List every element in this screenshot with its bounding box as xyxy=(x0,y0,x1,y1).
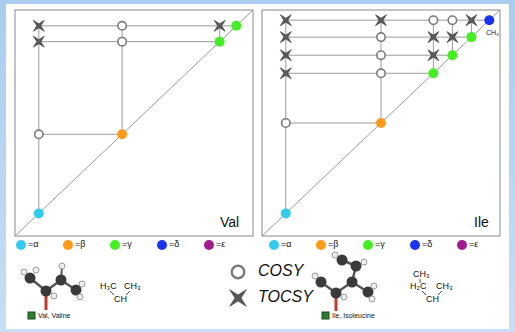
amino-acid-name: Val, Valine xyxy=(38,312,70,320)
plot-frame xyxy=(262,10,500,236)
color-swatch xyxy=(269,240,279,250)
color-swatch xyxy=(110,240,120,250)
legend-text: =β xyxy=(328,240,338,250)
plot-frame xyxy=(15,10,253,236)
color-swatch xyxy=(457,240,467,250)
tocsy-symbol xyxy=(226,286,250,310)
peaks xyxy=(33,15,494,219)
color-swatch xyxy=(410,240,420,250)
diagonal xyxy=(15,10,253,236)
formula-text: H₂C xyxy=(410,282,427,292)
formula-text: CH xyxy=(426,295,439,305)
legend-text: TOCSY xyxy=(258,288,313,306)
cosy-symbol xyxy=(226,260,250,284)
color-swatch xyxy=(63,240,73,250)
color-swatch xyxy=(316,240,326,250)
formula-text: CH xyxy=(114,295,127,305)
formula-text: CH₃ xyxy=(413,270,430,280)
formula-text: CH₃ xyxy=(436,282,453,292)
color-swatch xyxy=(363,240,373,250)
amino-acid-name: Ile, Isoleucine xyxy=(332,312,375,320)
diagonal xyxy=(262,10,500,236)
legend-text: =δ xyxy=(422,240,432,250)
legend-text: =γ xyxy=(375,240,385,250)
isoleucine-model xyxy=(312,252,377,319)
legend-text: COSY xyxy=(258,262,303,280)
spectra-art xyxy=(6,4,509,329)
color-swatch xyxy=(157,240,167,250)
legend-text: =β xyxy=(75,240,85,250)
legend-text: =ε xyxy=(469,240,478,250)
legend-text: =δ xyxy=(169,240,179,250)
legend-text: =α xyxy=(281,240,291,250)
color-swatch xyxy=(16,240,26,250)
formula-text: H₃C xyxy=(100,282,117,292)
group-label: CH₃ xyxy=(486,29,499,37)
plot-label: Val xyxy=(220,215,239,230)
legend-text: =α xyxy=(28,240,38,250)
legend-text: =ε xyxy=(216,240,225,250)
color-swatch xyxy=(204,240,214,250)
formula-text: CH₃ xyxy=(124,282,141,292)
legend-text: =γ xyxy=(122,240,132,250)
valine-model xyxy=(21,263,85,319)
plot-label: Ile xyxy=(474,215,489,230)
